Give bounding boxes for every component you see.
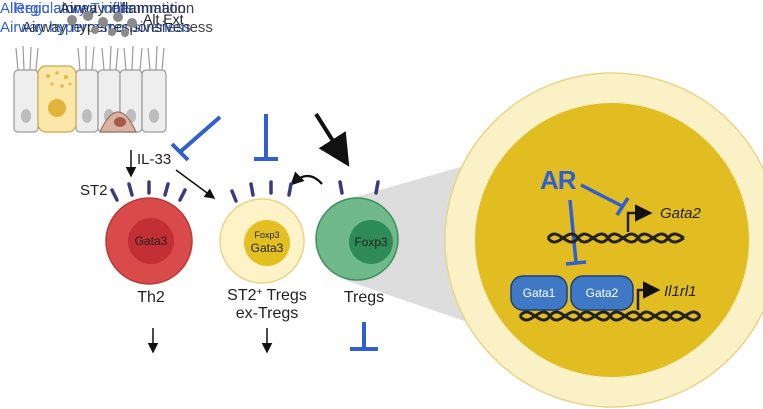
top-signal-arrows [170, 112, 350, 167]
tregs-to-st2-curve-arrow [290, 171, 323, 186]
tregs-cell: Foxp3 Tregs [315, 180, 399, 306]
th2-gata3-label: Gata3 [135, 234, 168, 248]
ar-inhibit-gata2-line [580, 183, 623, 208]
header-line1-b: Regulatory T cells [14, 0, 134, 17]
il33-label: IL-33 [137, 151, 171, 168]
ar-inhibit-complex-bar [565, 260, 587, 266]
gata2-gene-label: Gata2 [660, 205, 702, 222]
tregs-foxp3-label: Foxp3 [354, 235, 388, 249]
ar-label: AR [540, 165, 577, 195]
st2-tregs-gata3-label: Gata3 [251, 241, 284, 255]
st2-tregs-foxp3-label: Foxp3 [254, 230, 279, 240]
ar-inhibit-complex-line [568, 199, 578, 263]
header-line1-c: Airway inflammation [60, 0, 194, 17]
th2-label: Th2 [137, 289, 165, 306]
gata2-promoter-arrow [626, 204, 653, 232]
ar-inhibit-gata2-bar [615, 197, 630, 216]
il1rl1-gene-label: Il1rl1 [664, 283, 697, 300]
dna-gata2-locus [546, 232, 685, 244]
th2-st2-receptors [110, 180, 187, 202]
tregs-label: Tregs [344, 289, 384, 306]
gata1-box-label: Gata1 [523, 286, 556, 300]
airway-epithelium-icon [13, 45, 167, 133]
il33-to-st2-tregs-arrow [175, 169, 216, 199]
st2-tregs-receptors [230, 180, 293, 203]
header-titles: Allergic airway inflammation Regulatory … [0, 0, 213, 37]
st2-label: ST2 [80, 182, 108, 199]
allergen-particles-icon [67, 11, 137, 37]
tregs-inhibit [350, 322, 378, 351]
inhibit-il33-line [178, 115, 222, 154]
st2-tregs-label: ST2+ Tregs [227, 287, 307, 305]
activate-tregs-arrow [314, 112, 350, 167]
gata1-protein-box [510, 275, 568, 311]
inhibit-il33-bar [170, 142, 190, 162]
alt-ext-label: Alt Ext [143, 11, 184, 27]
th2-cell: ST2 Gata3 Th2 [80, 180, 193, 306]
gata2-protein-box [570, 275, 634, 311]
dna-il1rl1-locus [518, 310, 702, 322]
ex-tregs-label: ex-Tregs [236, 305, 299, 322]
header-line1-a: Allergic airway inflammation [0, 0, 186, 17]
tregs-receptors [338, 180, 380, 195]
nucleus-zoom: AR Gata2 Gata1 Gata2 Il1rl1 [444, 72, 763, 408]
il1rl1-promoter-arrow [636, 281, 661, 310]
gata2-box-label: Gata2 [586, 286, 619, 300]
st2-tregs-cell: Foxp3 Gata3 ST2+ Tregs ex-Tregs [219, 180, 307, 322]
